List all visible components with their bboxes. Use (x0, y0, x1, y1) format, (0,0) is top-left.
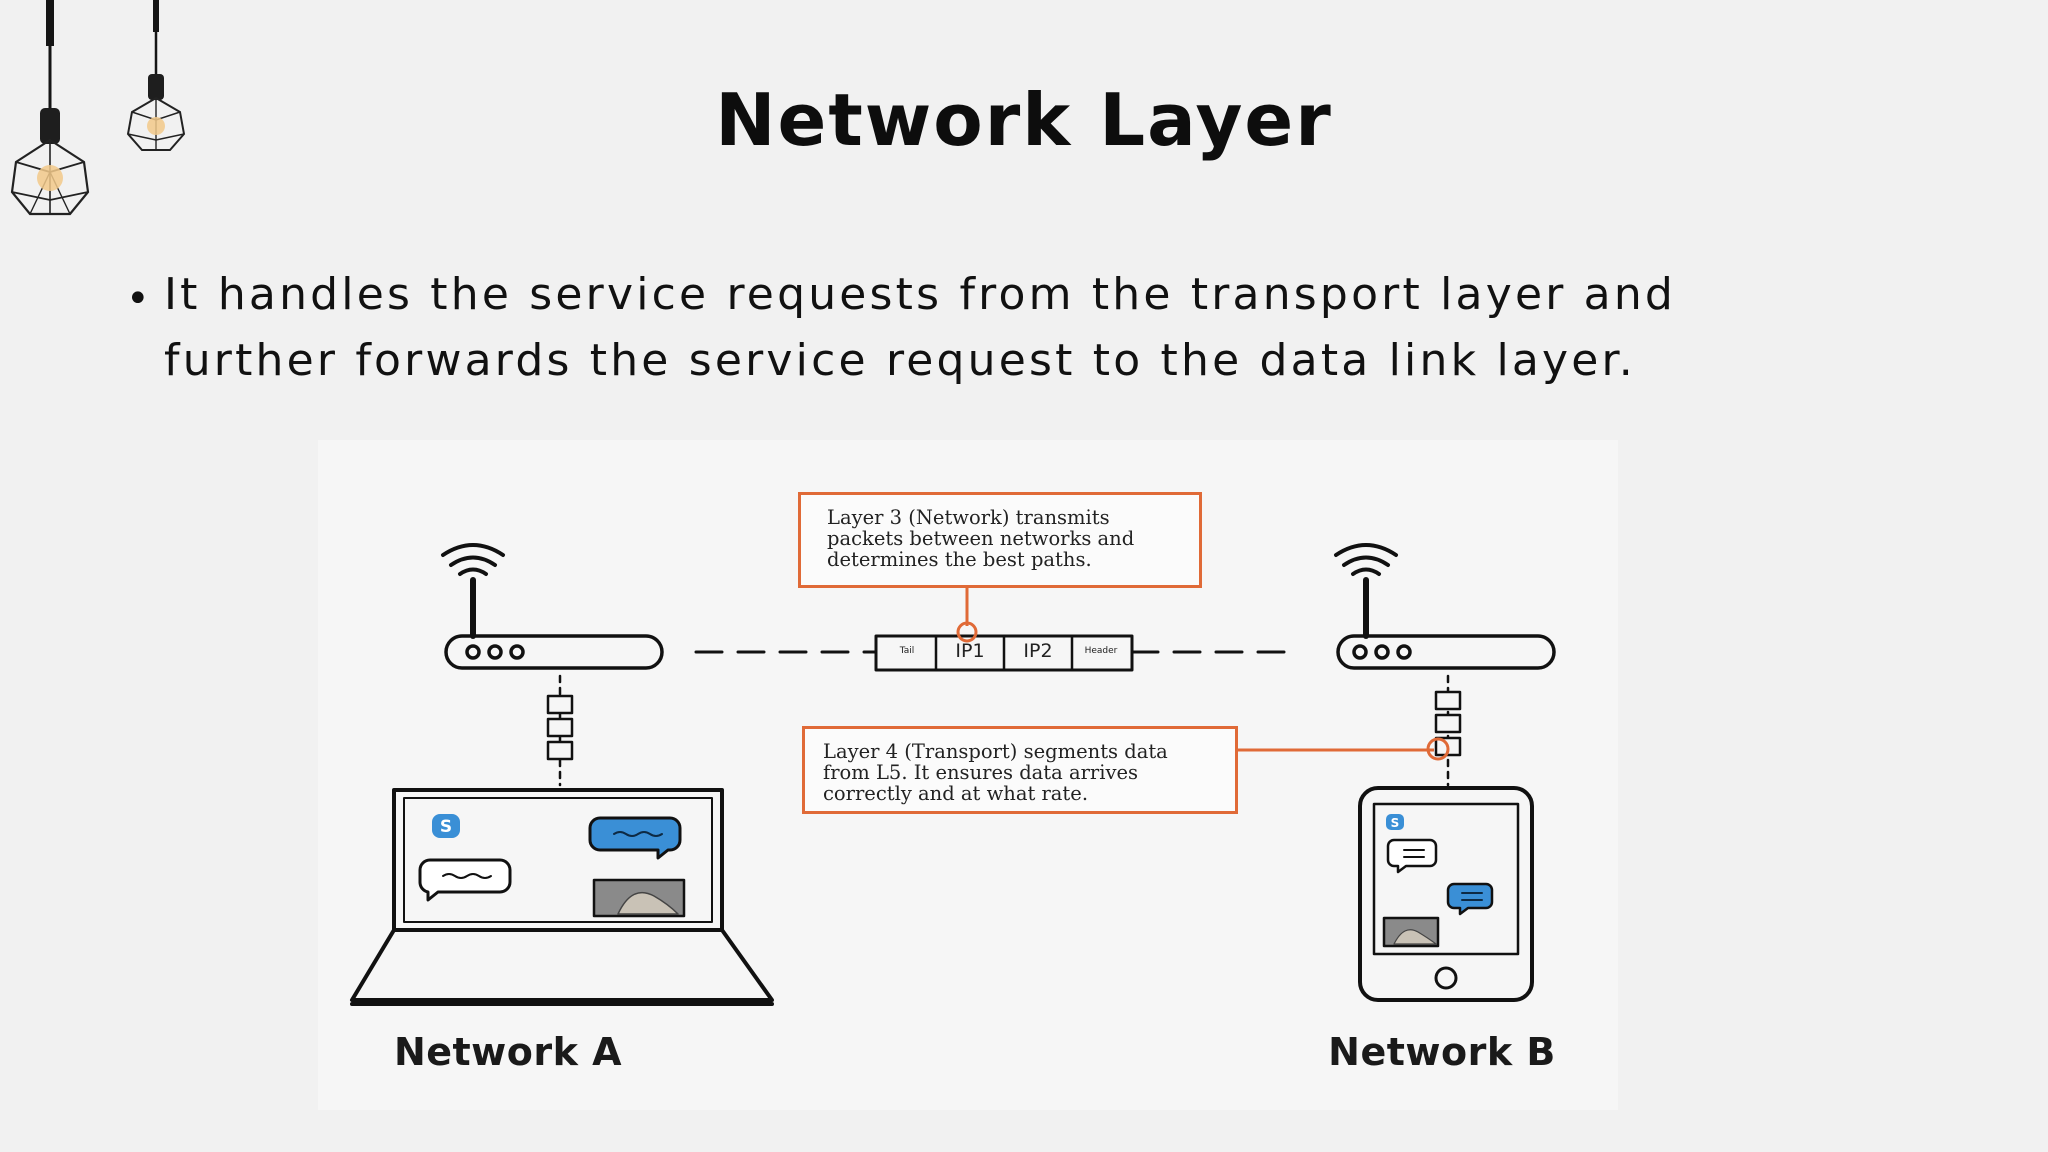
packet (874, 634, 1134, 672)
packet-header-label: Header (1084, 646, 1118, 656)
diagram-drawing: S S (350, 543, 1556, 1006)
skype-icon-phone: S (1386, 814, 1404, 830)
callout-transport-layer: Layer 4 (Transport) segments data from L… (802, 726, 1238, 814)
network-layer-diagram: S S Layer 3 (Network) transmits packets … (318, 440, 1618, 1110)
network-a-label: Network A (393, 1030, 623, 1074)
bullet-text: It handles the service requests from the… (164, 269, 1677, 386)
skype-icon-laptop: S (432, 814, 460, 838)
bullet-marker: • (126, 276, 150, 322)
wifi-icon-a (441, 543, 505, 576)
phone-icon (1358, 786, 1534, 1002)
laptop-icon (350, 788, 774, 1006)
packet-tail-label: Tail (899, 646, 915, 656)
callout-network-layer: Layer 3 (Network) transmits packets betw… (798, 492, 1202, 588)
wifi-icon-b (1334, 543, 1398, 576)
svg-text:S: S (440, 817, 452, 837)
packet-ip1-label: IP1 (955, 640, 985, 662)
slide-title: Network Layer (715, 78, 1333, 162)
svg-text:S: S (1391, 816, 1400, 830)
pendant-lamps-decoration (10, 0, 186, 216)
router-b (1336, 634, 1556, 670)
network-b-label: Network B (1328, 1030, 1556, 1074)
packet-ip2-label: IP2 (1023, 640, 1053, 662)
router-a (444, 634, 664, 670)
